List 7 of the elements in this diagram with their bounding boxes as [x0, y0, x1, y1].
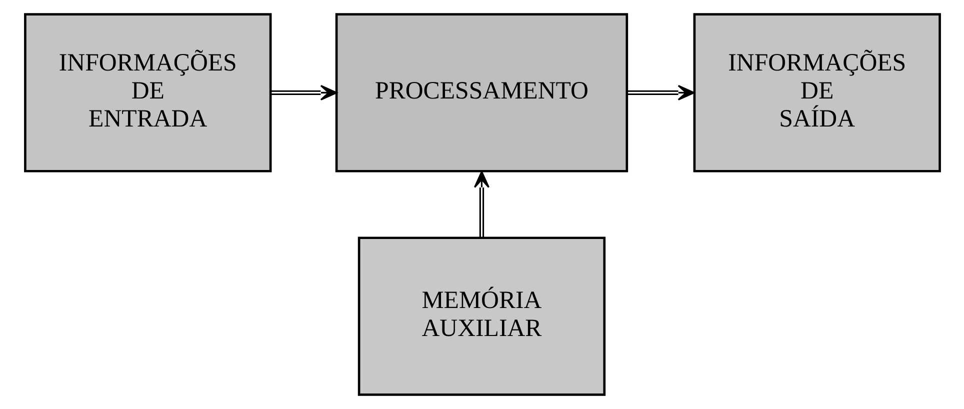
node-box: PROCESSAMENTO: [334, 13, 628, 172]
arrow: [473, 170, 489, 238]
arrow: [270, 84, 337, 100]
arrow: [626, 84, 694, 100]
node-box: MEMÓRIA AUXILIAR: [357, 236, 606, 396]
node-box: INFORMAÇÕES DE ENTRADA: [24, 13, 272, 172]
node-box: INFORMAÇÕES DE SAÍDA: [692, 13, 940, 172]
